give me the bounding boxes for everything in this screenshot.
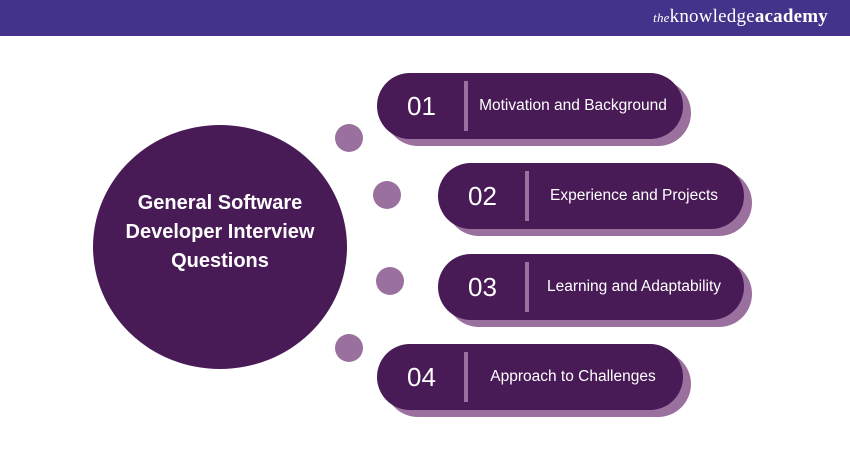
header-bar: theknowledgeacademy [0, 0, 850, 36]
item-02: 02 Experience and Projects [438, 163, 752, 236]
item-label: Motivation and Background [479, 97, 667, 114]
logo-academy: academy [754, 6, 828, 27]
item-label: Experience and Projects [549, 187, 718, 204]
item-label: Learning and Adaptability [546, 278, 722, 295]
item-number: 03 [468, 272, 497, 302]
pill: 03 Learning and Adaptability [438, 254, 744, 320]
pill: 01 Motivation and Background [377, 73, 683, 139]
connector-dot-3 [376, 267, 404, 295]
connector-dot-4 [335, 334, 363, 362]
logo-knowledge: knowledge [669, 6, 755, 27]
connector-dot-2 [373, 181, 401, 209]
item-01: 01 Motivation and Background [377, 73, 691, 146]
divider [525, 171, 529, 221]
logo-the: the [653, 10, 670, 25]
divider [464, 81, 468, 131]
divider [525, 262, 529, 312]
central-topic-circle: General Software Developer Interview Que… [93, 125, 347, 369]
item-04: 04 Approach to Challenges [377, 344, 691, 417]
pill: 02 Experience and Projects [438, 163, 744, 229]
item-number: 02 [468, 181, 497, 211]
divider [464, 352, 468, 402]
pill: 04 Approach to Challenges [377, 344, 683, 410]
central-topic-title: General Software Developer Interview Que… [125, 191, 315, 272]
item-number: 04 [407, 362, 436, 392]
item-03: 03 Learning and Adaptability [438, 254, 752, 327]
connector-dot-1 [335, 124, 363, 152]
brand-logo: theknowledgeacademy [653, 6, 828, 28]
item-label: Approach to Challenges [490, 368, 656, 385]
item-number: 01 [407, 91, 436, 121]
